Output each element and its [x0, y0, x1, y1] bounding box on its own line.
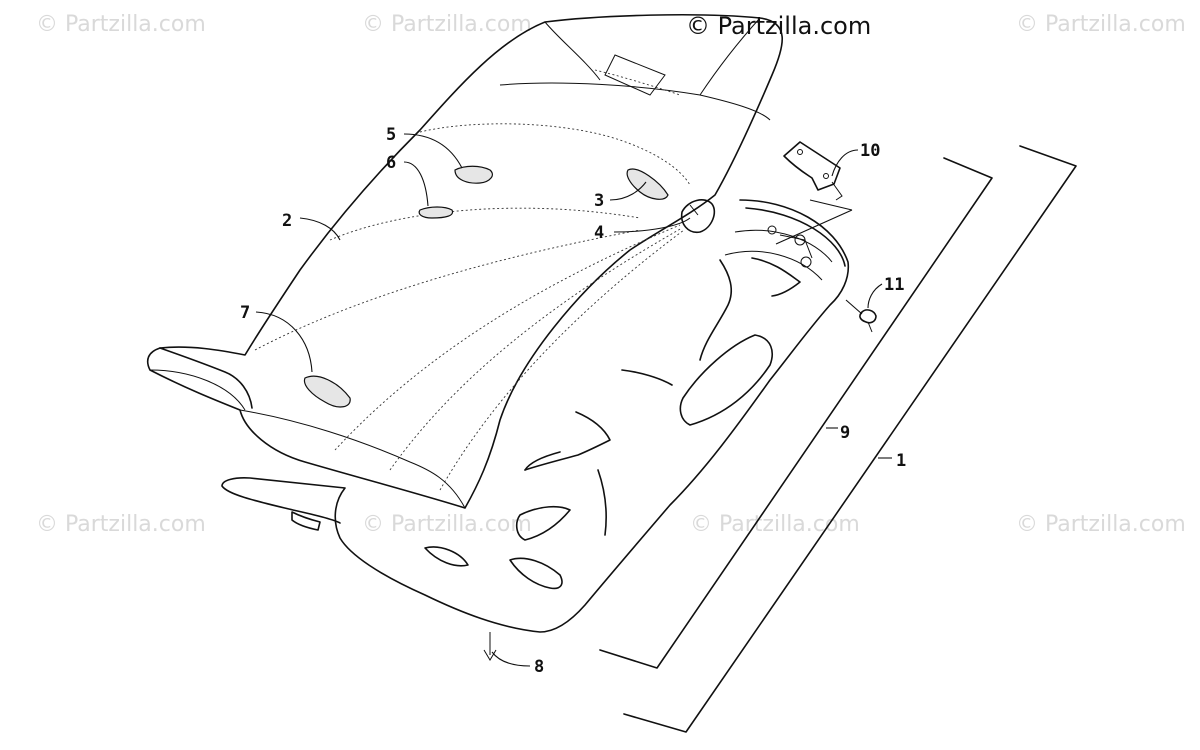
callout-9: 9: [840, 423, 850, 443]
callout-1: 1: [896, 451, 906, 471]
watermark: © Partzilla.com: [362, 512, 532, 537]
callout-4: 4: [594, 223, 604, 243]
watermark: © Partzilla.com: [362, 12, 532, 37]
assembly-bracket-1: [623, 145, 1077, 733]
leader-lines: [255, 133, 892, 667]
part-4: [680, 199, 716, 234]
patch-5: [454, 165, 493, 184]
callout-10: 10: [860, 141, 880, 161]
seat-base-outline: [221, 199, 850, 633]
callout-3: 3: [594, 191, 604, 211]
watermark: © Partzilla.com: [1016, 512, 1186, 537]
callout-11: 11: [884, 275, 904, 295]
patch-7: [303, 375, 351, 408]
assembly-bracket-9: [599, 157, 993, 669]
seat-cushion-outline: [146, 14, 783, 509]
callout-6: 6: [386, 153, 396, 173]
watermark: © Partzilla.com: [690, 512, 860, 537]
callout-5: 5: [386, 125, 396, 145]
watermark: © Partzilla.com: [36, 512, 206, 537]
callout-7: 7: [240, 303, 250, 323]
patch-3: [626, 168, 669, 200]
watermark: © Partzilla.com: [36, 12, 206, 37]
callout-8: 8: [534, 657, 544, 677]
patch-6: [418, 206, 454, 219]
watermark: © Partzilla.com: [1016, 12, 1186, 37]
fastener-8: [483, 632, 497, 661]
bracket-10: [783, 141, 843, 201]
fastener-11: [859, 309, 877, 333]
callout-2: 2: [282, 211, 292, 231]
